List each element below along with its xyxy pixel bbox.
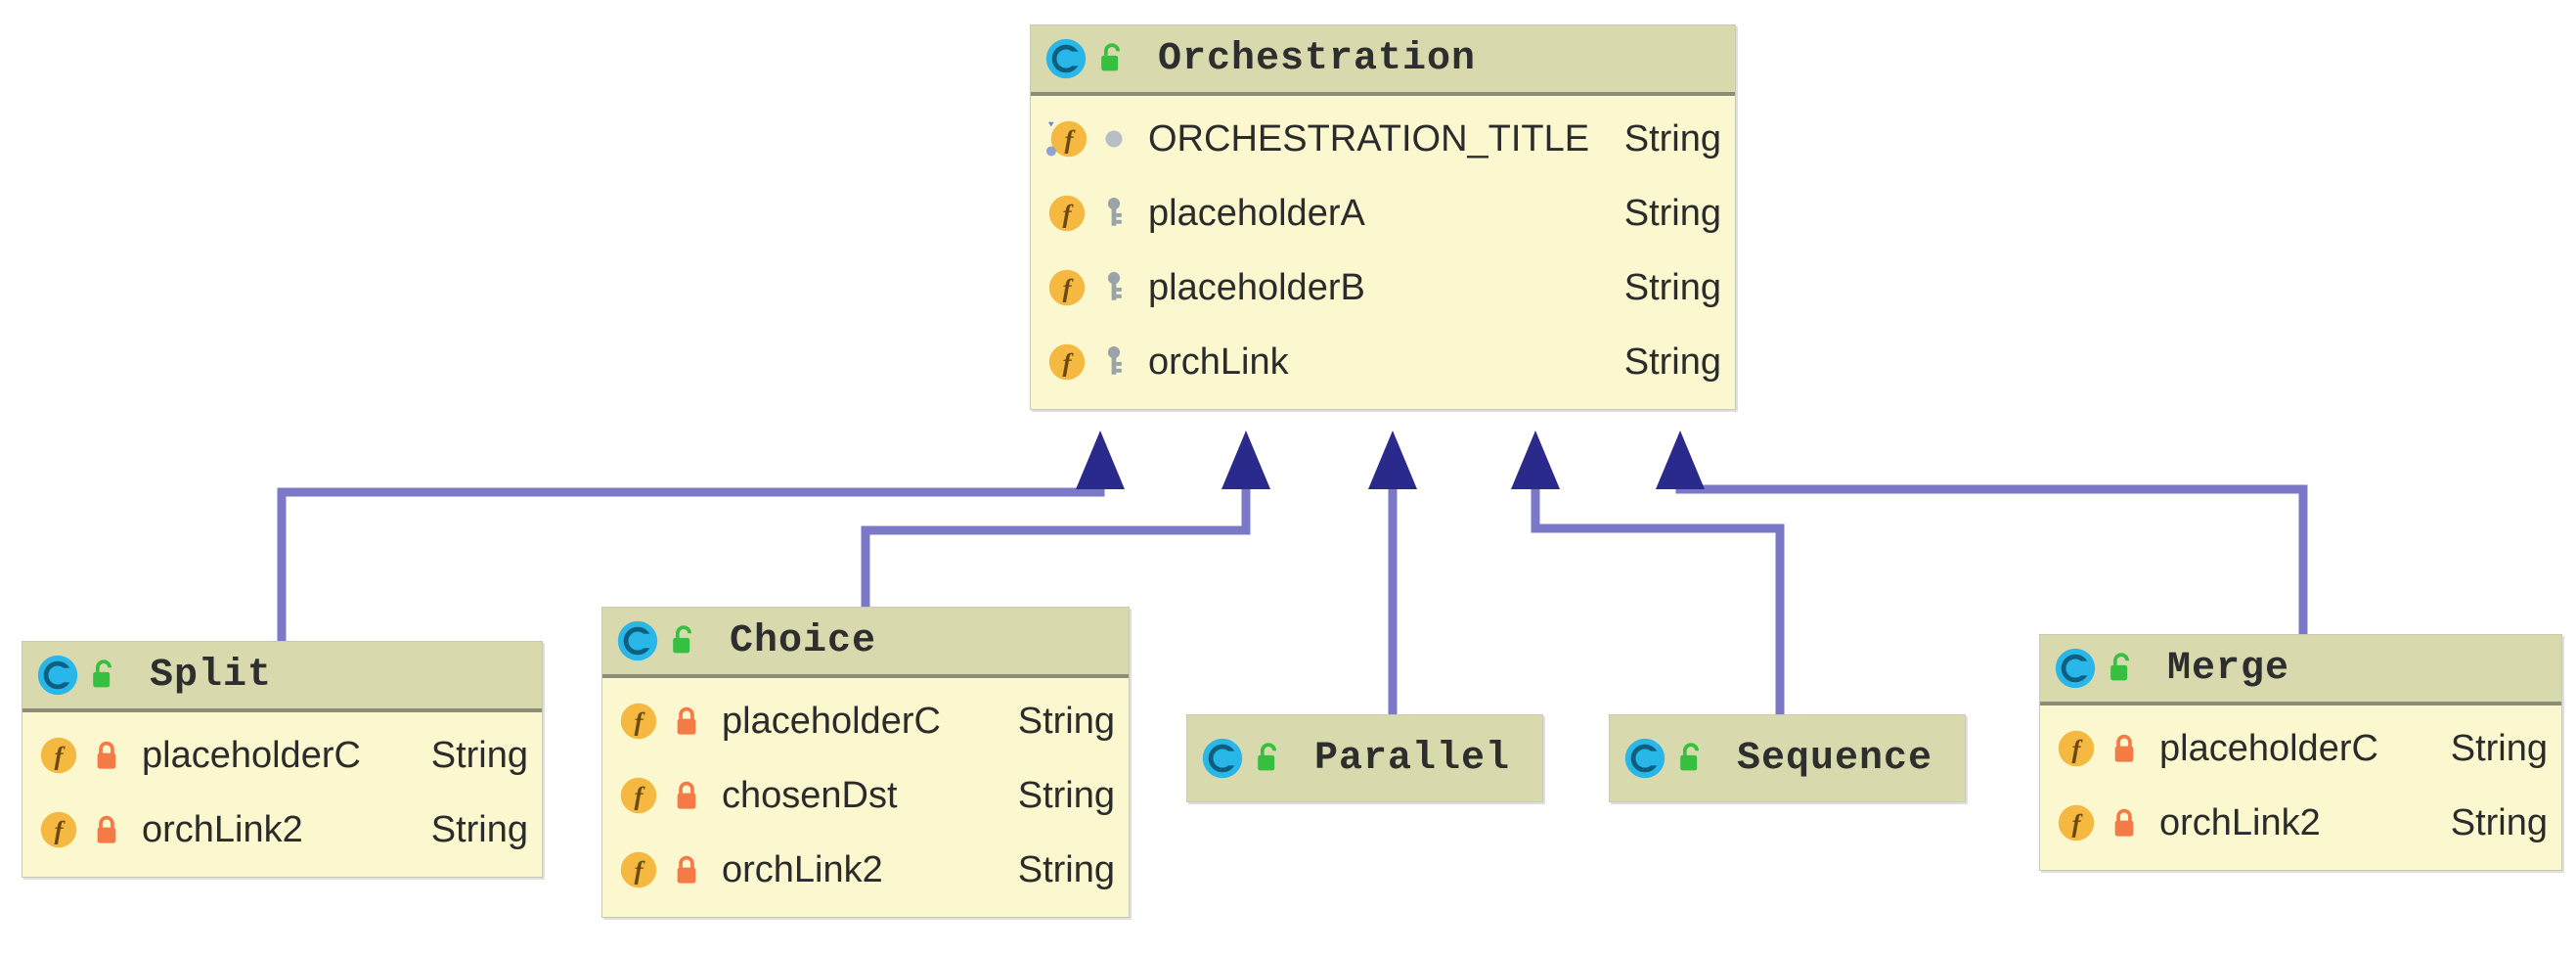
member-type: String [1017, 700, 1115, 742]
member-type: String [1623, 192, 1721, 234]
members-choice: f placeholderC String f [602, 678, 1129, 917]
member-row[interactable]: f placeholderC String [2040, 711, 2561, 786]
public-unlocked-icon [1254, 742, 1283, 775]
protected-key-icon [1101, 197, 1127, 230]
members-orchestration: f ORCHESTRATION_TITLE String [1031, 96, 1735, 409]
member-row[interactable]: f placeholderC String [602, 684, 1129, 758]
class-icon [36, 654, 79, 697]
class-icon [1623, 737, 1666, 780]
class-header-merge[interactable]: Merge [2040, 635, 2561, 705]
member-name: orchLink2 [142, 808, 303, 850]
class-icon [616, 619, 659, 662]
member-row[interactable]: f placeholderB String [1031, 250, 1735, 325]
field-icon: f [36, 807, 81, 852]
member-type: String [2450, 727, 2548, 769]
protected-key-icon [1101, 271, 1127, 304]
arrowhead-parallel [1368, 431, 1417, 489]
private-lock-icon [673, 779, 700, 812]
member-row[interactable]: f placeholderC String [22, 718, 542, 793]
private-lock-icon [93, 739, 120, 772]
class-box-sequence[interactable]: Sequence [1609, 714, 1966, 802]
class-header-parallel[interactable]: Parallel [1187, 715, 1542, 801]
generalization-merge [1675, 468, 2308, 634]
field-icon: f [36, 733, 81, 778]
field-icon: f [616, 847, 661, 892]
field-icon: f [2054, 726, 2099, 771]
public-unlocked-icon [1676, 742, 1706, 775]
member-row[interactable]: f ORCHESTRATION_TITLE String [1031, 102, 1735, 176]
member-name: placeholderA [1148, 192, 1365, 234]
arrowhead-split [1076, 431, 1125, 489]
public-unlocked-icon [669, 624, 698, 658]
class-icon [1201, 737, 1244, 780]
member-name: placeholderC [2159, 727, 2378, 769]
field-icon: f [616, 699, 661, 744]
member-name: orchLink2 [2159, 801, 2321, 843]
member-type: String [2450, 801, 2548, 843]
class-name-orchestration: Orchestration [1158, 36, 1477, 81]
member-type: String [430, 808, 528, 850]
member-type: String [1623, 266, 1721, 308]
public-unlocked-icon [1097, 42, 1127, 75]
private-lock-icon [93, 813, 120, 846]
class-icon [1044, 37, 1088, 80]
member-row[interactable]: f chosenDst String [602, 758, 1129, 833]
class-header-orchestration[interactable]: Orchestration [1031, 25, 1735, 96]
member-type: String [1623, 117, 1721, 159]
member-row[interactable]: f orchLink String [1031, 325, 1735, 399]
class-box-merge[interactable]: Merge f placeholderC String [2039, 634, 2562, 871]
class-icon [2054, 647, 2097, 690]
member-row[interactable]: f orchLink2 String [2040, 786, 2561, 860]
arrowhead-choice [1221, 431, 1270, 489]
class-header-sequence[interactable]: Sequence [1610, 715, 1965, 801]
members-merge: f placeholderC String f [2040, 705, 2561, 870]
class-name-parallel: Parallel [1314, 736, 1511, 781]
class-header-choice[interactable]: Choice [602, 608, 1129, 678]
class-name-split: Split [150, 653, 273, 698]
member-type: String [1623, 341, 1721, 383]
static-field-icon: f [1044, 116, 1089, 161]
protected-key-icon [1101, 345, 1127, 379]
field-icon: f [1044, 265, 1089, 310]
class-name-choice: Choice [730, 618, 877, 663]
private-lock-icon [2110, 806, 2138, 840]
arrowhead-merge [1656, 431, 1705, 489]
class-box-orchestration[interactable]: Orchestration f ORCHESTRATION_ [1030, 24, 1736, 410]
member-name: placeholderC [722, 700, 941, 742]
member-row[interactable]: f orchLink2 String [22, 793, 542, 867]
class-box-parallel[interactable]: Parallel [1186, 714, 1543, 802]
public-unlocked-icon [89, 659, 118, 692]
class-box-split[interactable]: Split f placeholderC String [22, 641, 543, 878]
member-type: String [1017, 774, 1115, 816]
member-name: orchLink2 [722, 848, 883, 890]
member-name: placeholderC [142, 734, 361, 776]
private-lock-icon [673, 853, 700, 887]
class-name-merge: Merge [2167, 646, 2290, 691]
member-row[interactable]: f orchLink2 String [602, 833, 1129, 907]
private-lock-icon [2110, 732, 2138, 765]
field-icon: f [616, 773, 661, 818]
field-icon: f [1044, 191, 1089, 236]
member-type: String [430, 734, 528, 776]
package-dot-icon [1101, 126, 1127, 152]
field-icon: f [1044, 340, 1089, 385]
class-box-choice[interactable]: Choice f placeholderC String [601, 607, 1130, 918]
generalization-sequence [1531, 468, 1785, 714]
member-type: String [1017, 848, 1115, 890]
generalization-arrowheads [1076, 431, 1705, 489]
generalization-choice [861, 468, 1251, 607]
member-row[interactable]: f placeholderA String [1031, 176, 1735, 250]
field-icon: f [2054, 800, 2099, 845]
member-name: ORCHESTRATION_TITLE [1148, 117, 1590, 159]
class-name-sequence: Sequence [1737, 736, 1933, 781]
member-name: orchLink [1148, 341, 1289, 383]
member-name: placeholderB [1148, 266, 1365, 308]
member-name: chosenDst [722, 774, 898, 816]
class-header-split[interactable]: Split [22, 642, 542, 712]
members-split: f placeholderC String f [22, 712, 542, 877]
public-unlocked-icon [2107, 652, 2136, 685]
private-lock-icon [673, 705, 700, 738]
arrowhead-sequence [1511, 431, 1560, 489]
